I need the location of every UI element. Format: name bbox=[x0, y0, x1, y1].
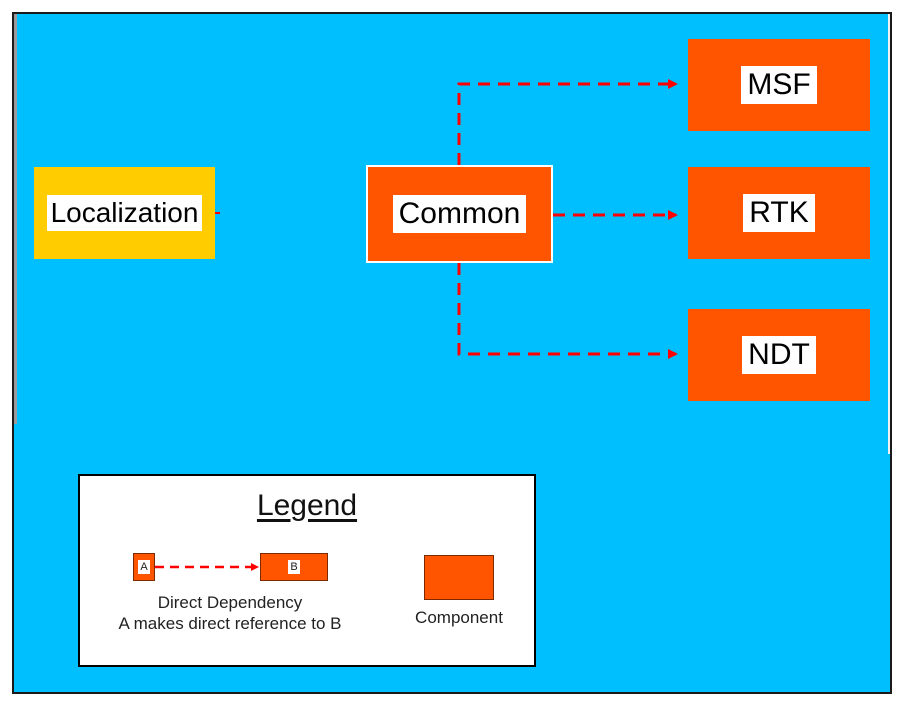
msf-label: MSF bbox=[741, 65, 817, 105]
right-edge-strip bbox=[888, 14, 890, 454]
rtk-label: RTK bbox=[743, 193, 815, 233]
msf-component: MSF bbox=[688, 39, 870, 131]
ndt-label: NDT bbox=[742, 335, 816, 375]
common-label: Common bbox=[392, 194, 527, 234]
ndt-component: NDT bbox=[688, 309, 870, 401]
rtk-component: RTK bbox=[688, 167, 870, 259]
legend-node-a: A bbox=[133, 553, 155, 581]
dependency-arrows bbox=[215, 79, 678, 359]
diagram-canvas: Localization Common MSF RTK NDT Legend A… bbox=[12, 12, 892, 694]
left-edge-strip bbox=[14, 14, 17, 424]
legend-component-label: Component bbox=[415, 608, 503, 627]
arrow-common-to-ndt bbox=[457, 263, 678, 359]
legend-component-swatch bbox=[424, 555, 494, 600]
legend-dependency-title: Direct Dependency bbox=[157, 593, 303, 612]
localization-node: Localization bbox=[34, 167, 215, 259]
localization-label: Localization bbox=[46, 194, 203, 232]
legend-node-b: B bbox=[260, 553, 328, 581]
common-component: Common bbox=[366, 165, 553, 263]
arrow-common-to-msf bbox=[457, 79, 678, 165]
legend-node-a-label: A bbox=[138, 560, 150, 574]
legend-node-b-label: B bbox=[288, 560, 300, 574]
legend-title: Legend bbox=[256, 489, 358, 522]
legend-dependency-description: A makes direct reference to B bbox=[118, 614, 342, 633]
legend-dependency-arrow bbox=[155, 563, 259, 571]
legend-box: Legend A B Direct Dependency A makes dir… bbox=[78, 474, 536, 667]
